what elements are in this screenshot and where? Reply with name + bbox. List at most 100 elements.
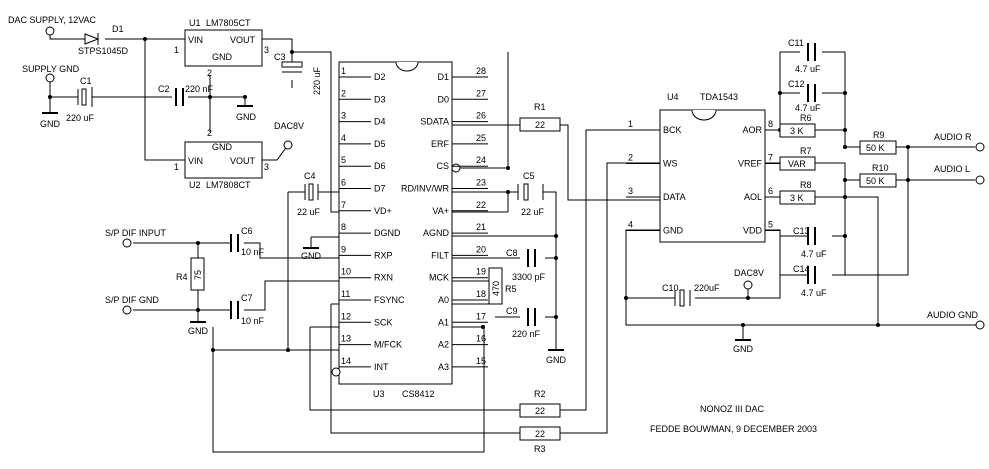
- u1-pin3: 3: [264, 45, 269, 55]
- u1-part: LM7805CT: [206, 18, 251, 28]
- pin-number: 17: [476, 311, 486, 321]
- c3-ref: C3: [274, 52, 286, 62]
- gnd-label: GND: [301, 251, 322, 261]
- pin-number: 8: [341, 222, 346, 232]
- pin-number: 4: [628, 220, 633, 230]
- u3-ref: U3: [373, 389, 385, 399]
- pin-number: 8: [768, 119, 773, 129]
- c7-ref: C7: [241, 293, 253, 303]
- pin-number: 4: [341, 133, 346, 143]
- c9-value: 220 nF: [512, 329, 541, 339]
- pin-name: VA+: [432, 206, 449, 216]
- audio-r-label: AUDIO R: [934, 132, 972, 142]
- pin-number: 13: [341, 334, 351, 344]
- u3-pins: 1D22D33D44D55D66D77VD+8DGND9RXP10RXN11FS…: [339, 66, 488, 372]
- pin-number: 16: [476, 334, 486, 344]
- r3-ref: R3: [534, 444, 546, 454]
- pin-name: VDD: [743, 226, 763, 236]
- pin-number: 11: [341, 289, 350, 299]
- gnd-label: GND: [40, 119, 61, 129]
- r3-value: 22: [535, 429, 545, 439]
- c9-ref: C9: [506, 306, 518, 316]
- u2-pin1: 1: [174, 162, 179, 172]
- pin-name: FILT: [431, 250, 449, 260]
- pin-number: 5: [768, 220, 773, 230]
- gnd-label: GND: [188, 326, 209, 336]
- pin-number: 22: [476, 200, 486, 210]
- pin-name: SCK: [374, 317, 393, 327]
- gnd-label: GND: [733, 344, 754, 354]
- r8-value: 3 K: [790, 193, 804, 203]
- spdif-gnd-label: S/P DIF GND: [105, 295, 159, 305]
- pin-name: CS: [436, 161, 449, 171]
- pin-number: 7: [341, 200, 346, 210]
- resistor-symbols: [190, 117, 897, 441]
- r4-value: 75: [193, 270, 203, 280]
- c14-ref: C14: [793, 264, 810, 274]
- c8-value: 3300 pF: [512, 272, 546, 282]
- c1-value: 220 uF: [66, 113, 95, 123]
- u1-gnd: GND: [212, 52, 233, 62]
- c5-value: 22 uF: [521, 207, 545, 217]
- u2-vout: VOUT: [230, 156, 256, 166]
- pin-number: 7: [768, 153, 773, 163]
- dac8v-label: DAC8V: [734, 268, 764, 278]
- capacitor-symbols: [77, 43, 816, 326]
- pin-number: 25: [476, 133, 486, 143]
- c4-ref: C4: [304, 171, 316, 181]
- c12-value: 4.7 uF: [795, 103, 821, 113]
- c10-value: 220uF: [694, 283, 720, 293]
- pin-name: A0: [438, 295, 449, 305]
- c2-ref: C2: [158, 84, 170, 94]
- c6-ref: C6: [241, 226, 253, 236]
- pin-name: M/FCK: [374, 340, 402, 350]
- pin-number: 19: [476, 267, 486, 277]
- ic-u3: [331, 61, 461, 385]
- audio-gnd-label: AUDIO GND: [927, 310, 979, 320]
- pin-name: FSYNC: [374, 295, 405, 305]
- pin-number: 1: [341, 66, 346, 76]
- c14-value: 4.7 uF: [801, 288, 827, 298]
- pin-name: D7: [374, 184, 386, 194]
- gnd-symbols: [42, 105, 751, 351]
- u2-ref: U2: [189, 180, 201, 190]
- c12-ref: C12: [788, 79, 805, 89]
- pin-number: 21: [476, 222, 486, 232]
- pin-name: D1: [437, 72, 449, 82]
- pin-number: 6: [341, 178, 346, 188]
- junctions: [48, 37, 910, 352]
- pin-name: RD/INV/WR: [401, 184, 449, 194]
- pin-name: AGND: [423, 228, 450, 238]
- pin-number: 2: [341, 88, 346, 98]
- pin-number: 26: [476, 111, 486, 121]
- pin-name: D4: [374, 117, 386, 127]
- pin-number: 28: [476, 66, 486, 76]
- u1-ref: U1: [189, 18, 201, 28]
- r9-value: 50 K: [866, 143, 885, 153]
- c2-value: 220 nF: [185, 84, 214, 94]
- gnd-label: GND: [236, 112, 257, 122]
- pin-name: MCK: [429, 273, 449, 283]
- supply-gnd-label: SUPPLY GND: [22, 64, 80, 74]
- diode-d1: [84, 33, 100, 45]
- pin-number: 2: [628, 153, 633, 163]
- r8-ref: R8: [800, 180, 812, 190]
- r2-value: 22: [535, 406, 545, 416]
- u2-vin: VIN: [188, 156, 203, 166]
- pin-number: 12: [341, 311, 351, 321]
- pin-name: RXP: [374, 250, 393, 260]
- u1-pin1: 1: [174, 45, 179, 55]
- pin-number: 5: [341, 155, 346, 165]
- pin-name: D6: [374, 161, 386, 171]
- d1-ref: D1: [112, 24, 124, 34]
- pin-name: VD+: [374, 206, 392, 216]
- r2-ref: R2: [534, 389, 546, 399]
- r5-value: 470: [491, 281, 501, 296]
- pin-name: BCK: [663, 125, 682, 135]
- pin-number: 6: [768, 186, 773, 196]
- pin-number: 3: [341, 111, 346, 121]
- c13-ref: C13: [793, 226, 810, 236]
- pin-number: 23: [476, 178, 486, 188]
